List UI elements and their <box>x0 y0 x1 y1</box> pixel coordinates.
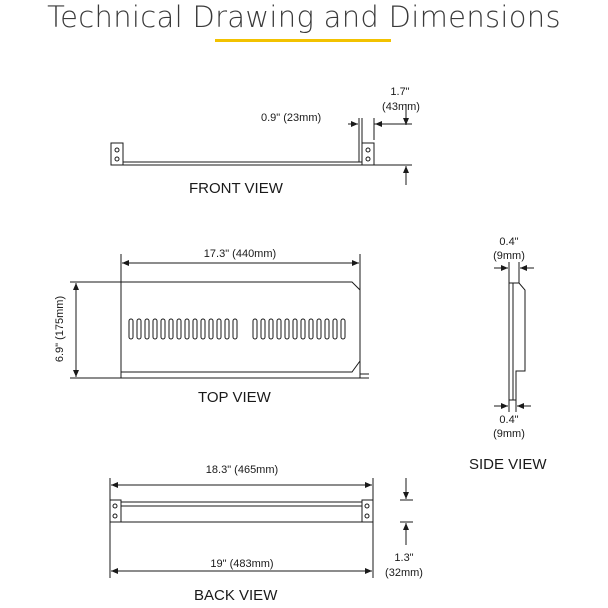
back-height-mm: (32mm) <box>385 567 423 579</box>
back-height-inches: 1.3" <box>394 552 414 564</box>
side-view-profile <box>508 282 526 401</box>
side-top-inches: 0.4" <box>499 236 519 248</box>
top-width-dimension: 17.3" (440mm) <box>203 248 277 260</box>
front-flange-dimension: 0.9" (23mm) <box>261 112 322 124</box>
side-bottom-inches: 0.4" <box>499 414 519 426</box>
back-view-label: BACK VIEW <box>194 587 278 604</box>
back-overall-width-dimension: 19" (483mm) <box>210 558 274 570</box>
top-view-label: TOP VIEW <box>198 389 271 406</box>
front-view-shelf <box>110 118 375 166</box>
page-title: Technical Drawing and Dimensions <box>47 0 561 34</box>
side-view-label: SIDE VIEW <box>469 456 547 473</box>
front-height-mm: (43mm) <box>382 101 420 113</box>
top-view-dimensions <box>70 254 361 379</box>
title-underline <box>215 39 391 42</box>
back-view-shelf <box>109 478 374 523</box>
front-view-dimensions <box>348 104 412 185</box>
back-view-dimensions <box>109 478 413 578</box>
vent-slots-right <box>252 318 346 340</box>
vent-slots-left <box>128 318 238 340</box>
side-bottom-mm: (9mm) <box>493 428 525 440</box>
back-inner-width-dimension: 18.3" (465mm) <box>205 464 279 476</box>
top-view-tray <box>120 281 369 379</box>
top-depth-dimension: 6.9" (175mm) <box>54 295 66 363</box>
front-height-inches: 1.7" <box>390 86 410 98</box>
side-top-mm: (9mm) <box>493 250 525 262</box>
side-view-dimensions <box>494 262 534 412</box>
front-view-label: FRONT VIEW <box>189 180 283 197</box>
